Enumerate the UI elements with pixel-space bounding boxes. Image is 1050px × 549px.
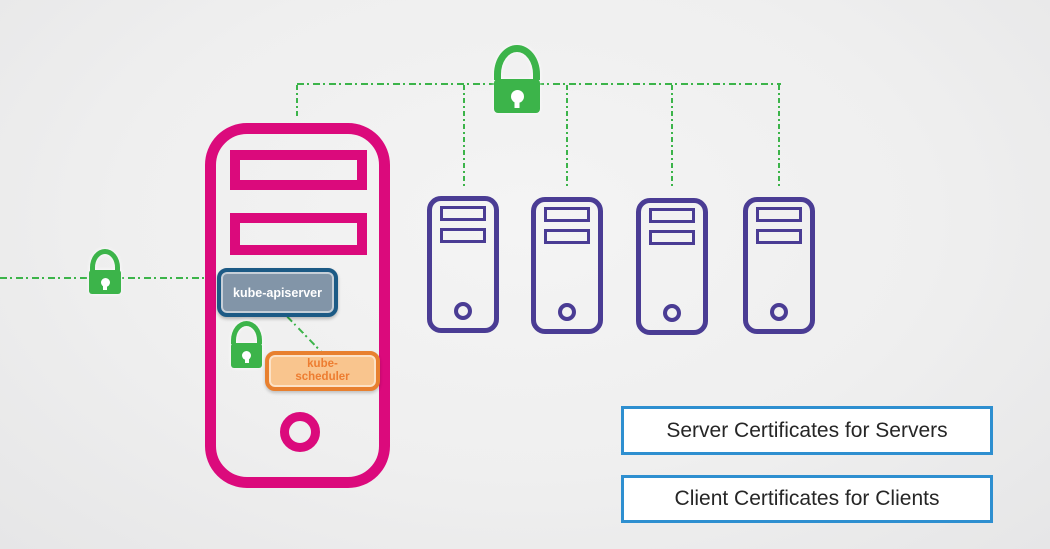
client-certificates-box: Client Certificates for Clients: [621, 475, 993, 523]
padlock-shackle: [90, 249, 120, 271]
drive-bay-slot: [649, 208, 695, 223]
client-certificates-label: Client Certificates for Clients: [674, 487, 940, 510]
padlock-keyhole: [510, 89, 524, 103]
drive-bay-slot: [440, 228, 486, 243]
padlock-keyhole: [100, 277, 110, 287]
power-button: [558, 303, 576, 321]
drive-bay-slot: [756, 207, 802, 222]
tls-line-drop-worker-1: [463, 85, 465, 186]
kube-apiserver-text: kube-apiserver: [233, 285, 322, 300]
padlock-body: [494, 79, 540, 113]
master-node-tower: kube-apiserver kube- scheduler: [205, 123, 390, 488]
padlock-shackle: [231, 321, 262, 344]
worker-node-tower-3: [636, 198, 708, 335]
worker-node-tower-4: [743, 197, 815, 334]
server-certificates-label: Server Certificates for Servers: [666, 418, 948, 442]
drive-bay-slot: [230, 213, 367, 255]
tls-line-drop-worker-3: [671, 85, 673, 186]
power-button: [454, 302, 472, 320]
server-certificates-box: Server Certificates for Servers: [621, 406, 993, 455]
kube-apiserver-label: kube-apiserver: [217, 268, 338, 317]
tls-line-drop-worker-2: [566, 85, 568, 186]
drive-bay-slot: [756, 229, 802, 244]
padlock-body: [231, 343, 262, 368]
drive-bay-slot: [230, 150, 367, 190]
padlock-icon: [494, 45, 540, 113]
worker-node-tower-1: [427, 196, 499, 333]
padlock-body: [89, 270, 121, 294]
drive-bay-slot: [544, 229, 590, 244]
padlock-keyhole: [242, 351, 251, 360]
padlock-shackle: [494, 45, 540, 80]
kube-scheduler-text-line2: scheduler: [295, 371, 350, 383]
tls-line-drop-master: [296, 85, 298, 116]
padlock-icon: [89, 249, 121, 294]
drive-bay-slot: [544, 207, 590, 222]
power-button: [280, 412, 320, 452]
padlock-icon: [231, 321, 262, 368]
kube-scheduler-label: kube- scheduler: [265, 351, 380, 391]
power-button: [770, 303, 788, 321]
drive-bay-slot: [440, 206, 486, 221]
tls-line-drop-worker-4: [778, 85, 780, 186]
kube-scheduler-text-line1: kube-: [307, 358, 338, 370]
power-button: [663, 304, 681, 322]
worker-node-tower-2: [531, 197, 603, 334]
drive-bay-slot: [649, 230, 695, 245]
